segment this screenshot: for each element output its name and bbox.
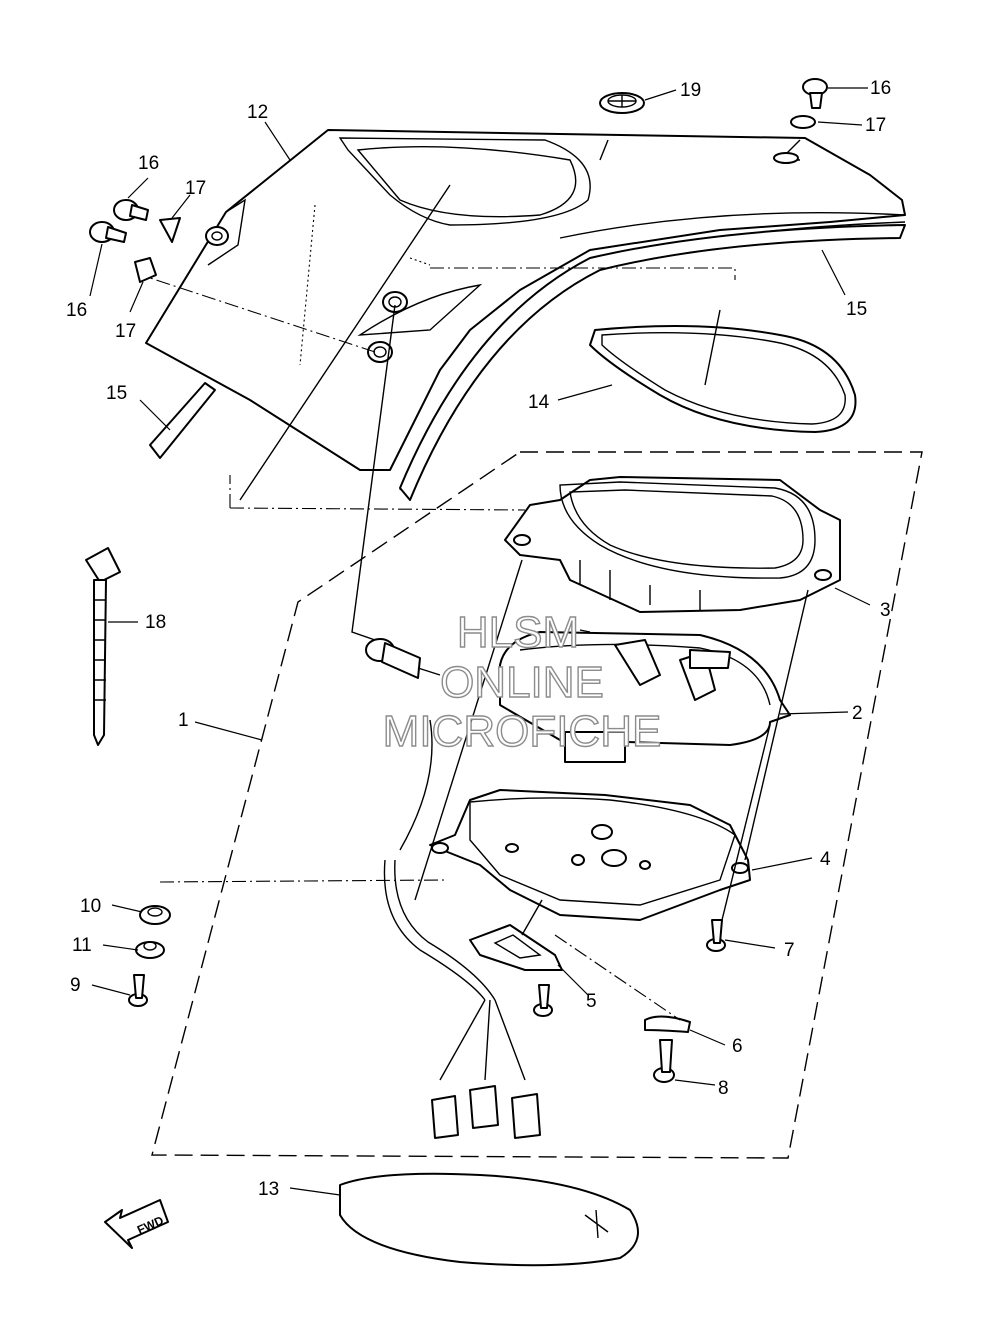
watermark: HLSM ONLINE MICROFICHE bbox=[382, 607, 662, 756]
callout-16c: 16 bbox=[66, 300, 87, 321]
upper-case bbox=[504, 476, 841, 613]
clamp-6 bbox=[644, 1015, 691, 1033]
indicator-socket bbox=[365, 638, 441, 679]
callout-15b: 15 bbox=[106, 383, 127, 404]
callout-7: 7 bbox=[784, 940, 795, 961]
callout-19: 19 bbox=[680, 80, 701, 101]
lower-case bbox=[429, 789, 751, 921]
callout-16b: 16 bbox=[138, 153, 159, 174]
meter-unit bbox=[499, 631, 791, 763]
callout-4: 4 bbox=[820, 849, 831, 870]
leader-lines bbox=[89, 87, 871, 1196]
fwd-arrow: FWD bbox=[104, 1199, 169, 1249]
washer-top-right bbox=[790, 115, 816, 129]
bolt-left-lower bbox=[89, 221, 127, 243]
callout-6: 6 bbox=[732, 1036, 743, 1057]
callout-2: 2 bbox=[852, 703, 863, 724]
callout-3: 3 bbox=[880, 600, 891, 621]
guide-lines bbox=[149, 139, 809, 1021]
callout-17c: 17 bbox=[115, 321, 136, 342]
callout-13: 13 bbox=[258, 1179, 279, 1200]
cable-tie bbox=[85, 547, 121, 746]
screw-7 bbox=[706, 919, 726, 952]
callout-15a: 15 bbox=[846, 299, 867, 320]
callout-5: 5 bbox=[586, 991, 597, 1012]
callout-11: 11 bbox=[72, 935, 92, 956]
label-sheet-mark bbox=[584, 1209, 609, 1239]
watermark-line-2: ONLINE bbox=[440, 658, 604, 707]
callout-12: 12 bbox=[247, 102, 268, 123]
bolt-top-right bbox=[802, 78, 828, 109]
collar-11 bbox=[135, 941, 165, 959]
callout-17b: 17 bbox=[185, 178, 206, 199]
watermark-line-1: HLSM bbox=[457, 608, 579, 657]
washer-left-lower bbox=[134, 257, 157, 283]
bolt-left-upper bbox=[113, 199, 149, 221]
grommet-10 bbox=[139, 905, 171, 925]
wire-harness bbox=[383, 719, 541, 1139]
screw-8 bbox=[653, 1039, 675, 1083]
gasket bbox=[469, 924, 563, 971]
callout-14: 14 bbox=[528, 392, 550, 413]
screw-mid bbox=[533, 984, 553, 1017]
callout-1: 1 bbox=[178, 710, 189, 731]
trim-seal bbox=[149, 224, 906, 501]
watermark-line-3: MICROFICHE bbox=[383, 707, 662, 756]
callout-18: 18 bbox=[145, 612, 166, 633]
label-sheet bbox=[339, 1172, 639, 1267]
callout-8: 8 bbox=[718, 1078, 729, 1099]
callout-10: 10 bbox=[80, 896, 101, 917]
washer-left-upper bbox=[159, 217, 181, 243]
meter-cover bbox=[145, 129, 906, 491]
callout-17a: 17 bbox=[865, 115, 886, 136]
assembly-boundary bbox=[151, 451, 923, 1159]
callout-16a: 16 bbox=[870, 78, 891, 99]
lens-seal bbox=[589, 325, 857, 433]
callout-labels: 1 2 3 4 5 6 7 8 9 10 11 12 13 14 15 15 1… bbox=[66, 78, 891, 1200]
callout-9: 9 bbox=[70, 975, 81, 996]
grommet bbox=[599, 92, 645, 114]
screw-9 bbox=[128, 974, 148, 1007]
